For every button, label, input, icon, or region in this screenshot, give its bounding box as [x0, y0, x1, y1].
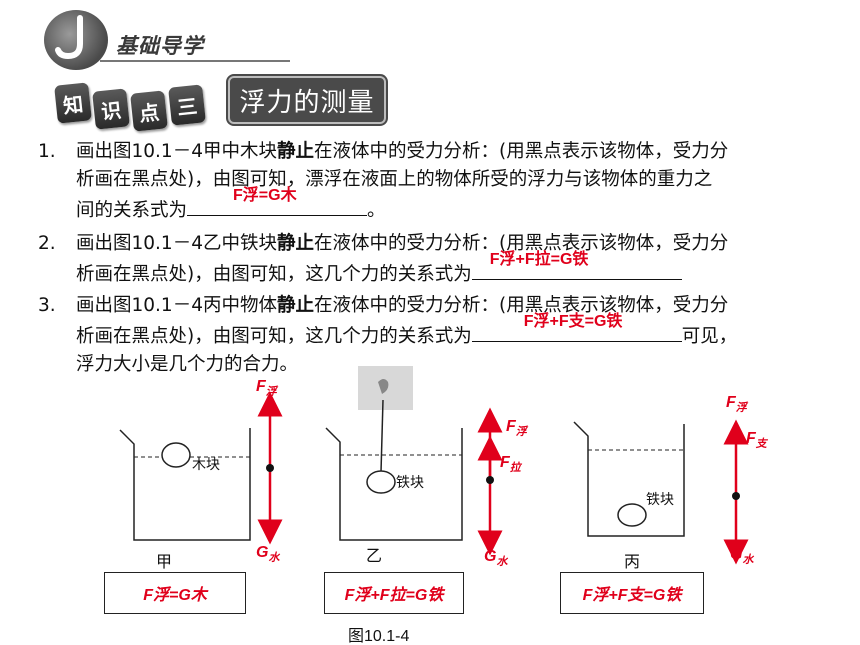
figure-caption: 图10.1-4 [348, 628, 410, 645]
logo-j-icon [55, 15, 83, 60]
beaker-jia [119, 428, 251, 541]
force-arrows-jia [257, 391, 283, 545]
topic-title: 浮力的测量 [228, 76, 386, 124]
equation-box-jia: F浮=G木 [104, 572, 246, 614]
question-3: 3. 画出图10.1－4丙中物体静止在液体中的受力分析：(用黑点表示该物体，受力… [38, 292, 828, 379]
q3-text-d: 可见， [681, 326, 738, 347]
force-label-fu-yi: F浮 [506, 418, 527, 439]
force-arrows-bing [723, 419, 749, 565]
equation-box-yi: F浮+F拉=G铁 [324, 572, 464, 614]
force-label-g-yi: G水 [484, 548, 508, 569]
q3-text-c: 析画在黑点处)，由图可知，这几个力的关系式为 [76, 326, 472, 347]
q3-text-e: 浮力大小是几个力的合力。 [76, 354, 299, 375]
caption-jia: 甲 [156, 554, 173, 571]
force-label-la-yi: F拉 [500, 454, 521, 475]
q2-answer-blank: F浮+F拉=G铁 [471, 251, 682, 280]
q1-text-a: 画出图10.1－4甲中木块 [76, 141, 277, 162]
q2-text-b: 在液体中的受力分析：(用黑点表示该物体，受力分 [313, 233, 729, 254]
q1-text-b: 在液体中的受力分析：(用黑点表示该物体，受力分 [313, 141, 729, 162]
q1-answer: F浮=G木 [233, 187, 297, 204]
force-label-zhi-bing: F支 [746, 430, 767, 451]
equation-box-bing: F浮+F支=G铁 [560, 572, 704, 614]
q2-text-c: 析画在黑点处)，由图可知，这几个力的关系式为 [76, 264, 472, 285]
caption-bing: 丙 [624, 554, 641, 571]
force-label-fu-jia: F浮 [256, 378, 277, 399]
object-dot [732, 492, 740, 500]
iron-block-circle [366, 470, 396, 494]
question-number: 1. [38, 141, 56, 162]
q3-text-b: 在液体中的受力分析：(用黑点表示该物体，受力分 [313, 295, 729, 316]
force-label-g-bing: G水 [730, 546, 754, 567]
force-arrows-yi [477, 407, 503, 556]
object-dot [486, 476, 494, 484]
object-label-bing: 铁块 [646, 491, 674, 507]
header-title: 基础导学 [116, 34, 204, 58]
header-logo-circle [44, 10, 108, 70]
q3-bold: 静止 [276, 295, 314, 316]
q2-answer: F浮+F拉=G铁 [489, 251, 589, 268]
object-label-yi: 铁块 [396, 474, 424, 490]
question-number: 3. [38, 295, 56, 316]
question-1: 1. 画出图10.1－4甲中木块静止在液体中的受力分析：(用黑点表示该物体，受力… [38, 138, 828, 225]
object-label-jia: 木块 [192, 456, 220, 472]
force-label-g-jia: G水 [256, 544, 280, 565]
q1-answer-blank: F浮=G木 [187, 187, 368, 216]
q1-text-e: 。 [367, 200, 386, 221]
force-label-fu-bing: F浮 [726, 394, 747, 415]
iron-block-circle [617, 503, 647, 527]
beaker-yi [325, 366, 463, 541]
q3-answer: F浮+F支=G铁 [523, 313, 623, 330]
beaker-bing [573, 421, 685, 537]
q3-answer-blank: F浮+F支=G铁 [471, 313, 682, 342]
question-2: 2. 画出图10.1－4乙中铁块静止在液体中的受力分析：(用黑点表示该物体，受力… [38, 230, 828, 289]
wood-block-circle [161, 442, 191, 468]
q1-bold: 静止 [276, 141, 314, 162]
object-dot [266, 464, 274, 472]
question-number: 2. [38, 233, 56, 254]
q1-text-d: 间的关系式为 [76, 200, 188, 221]
header-underline [100, 60, 290, 62]
q2-text-a: 画出图10.1－4乙中铁块 [76, 233, 277, 254]
q3-text-a: 画出图10.1－4丙中物体 [76, 295, 277, 316]
caption-yi: 乙 [366, 548, 383, 565]
q1-text-c: 析画在黑点处)，由图可知，漂浮在液面上的物体所受的浮力与该物体的重力之 [76, 169, 713, 190]
q2-bold: 静止 [276, 233, 314, 254]
